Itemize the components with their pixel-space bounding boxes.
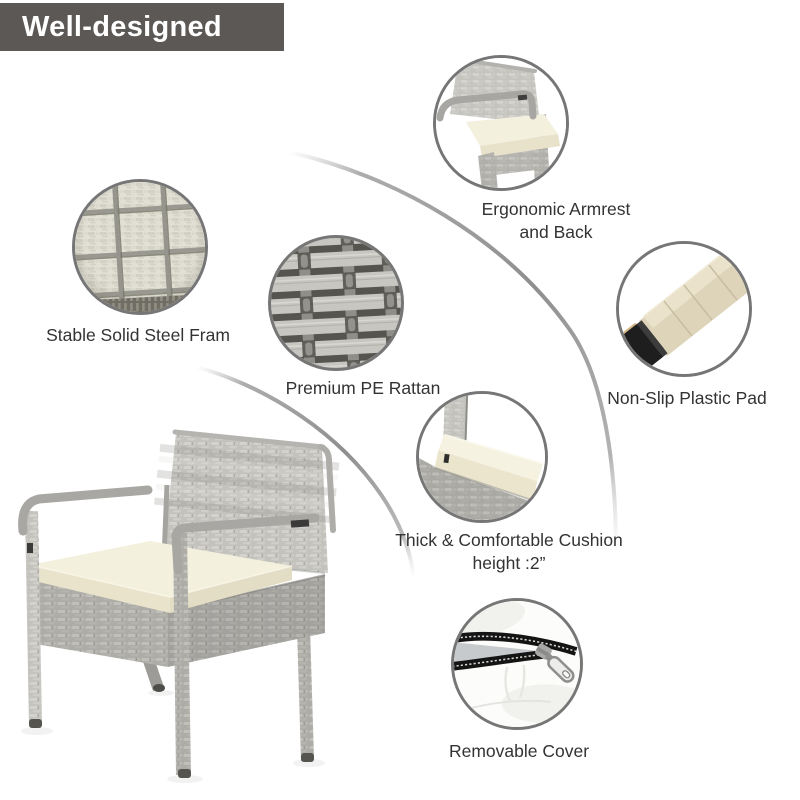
steel-frame-grid-photo [75,182,205,312]
callout-armrest-circle [433,55,569,191]
shadow [167,775,203,783]
callout-cover-circle [451,598,583,730]
chair-left-armrest [18,485,153,728]
label-cushion: Thick & Comfortable Cushion height :2” [395,530,623,573]
label-cover: Removable Cover [448,741,590,761]
callout-steel-frame-circle [72,179,208,315]
callout-plastic-pad-circle [616,241,752,377]
arc-swoosh-upper [287,150,618,554]
mini-seat-weave [419,457,534,520]
plastic-foot-pad-photo [619,244,749,374]
callout-rattan-circle [268,235,404,371]
mini-cushion-top [438,434,544,482]
label-rattan: Premium PE Rattan [285,378,441,398]
mini-cushion-front [434,450,538,501]
label-steel-frame: Stable Solid Steel Fram [46,325,230,345]
title-banner: Well-designed [0,3,284,51]
label-plastic-pad: Non-Slip Plastic Pad [607,388,767,408]
shadow [148,690,174,696]
chair-seat-cushion [29,541,293,613]
zipper-opening [454,642,544,665]
zipper-pull-tab [545,653,575,683]
chair-back-panel [154,429,340,574]
shadow [21,727,53,735]
mini-cushion [466,114,558,146]
chair-right-armrest [171,513,320,778]
page-title: Well-designed [22,11,222,43]
zipper-cover-photo [454,601,580,727]
cushion-corner-photo [419,394,545,520]
armrest-and-back-photo [436,58,566,188]
arc-swoosh-lower [195,365,416,579]
mini-armrest-tube [436,90,537,122]
rattan-weave-closeup-photo [271,238,401,368]
rattan-weave [271,238,401,368]
mini-back-panel [450,60,540,124]
callout-cushion-circle [416,391,548,523]
label-armrest: Ergonomic Armrest and Back [481,199,631,242]
armchair-product-photo [18,429,340,783]
